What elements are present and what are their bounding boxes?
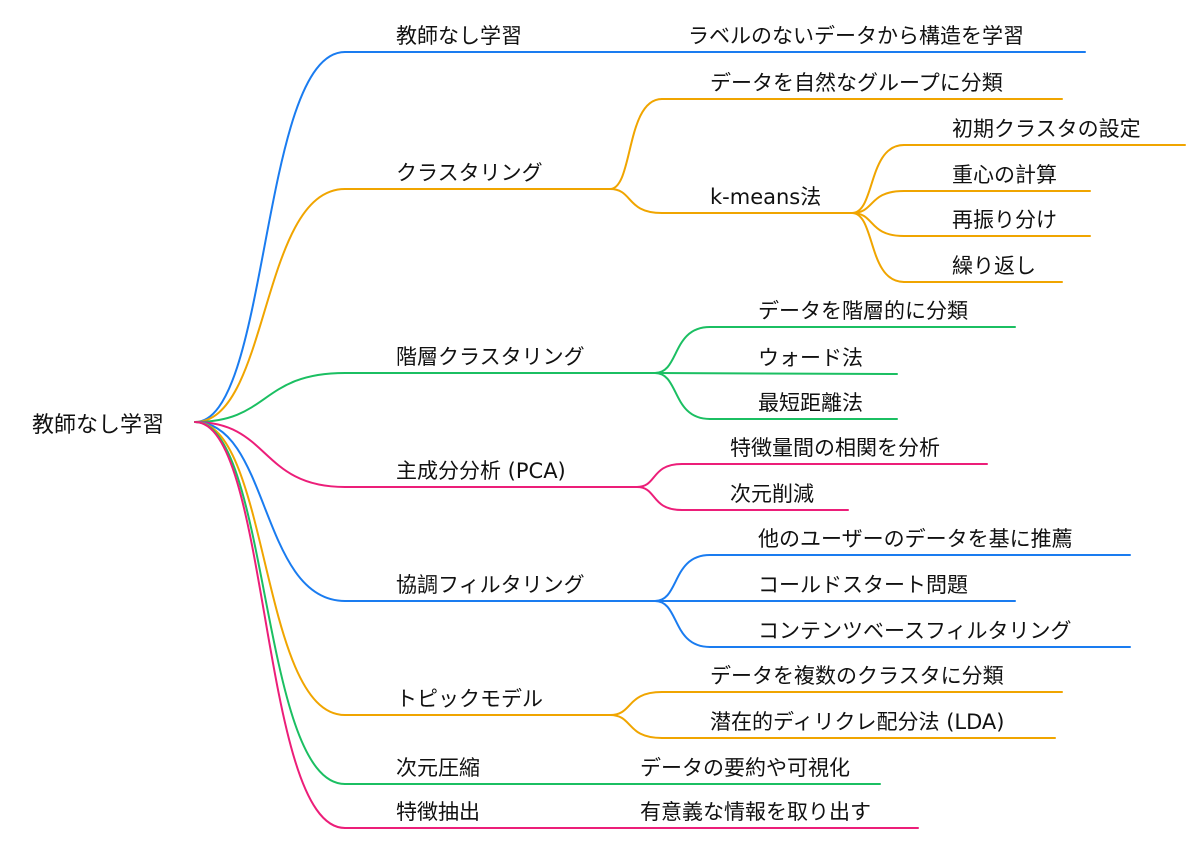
child-connector [636,486,683,511]
branch-label: 次元圧縮 [396,756,480,780]
child-label: データを複数のクラスタに分類 [710,664,1004,688]
leaf-connector [851,212,905,283]
child-underline [654,372,898,375]
leaf-label: 初期クラスタの設定 [952,117,1141,141]
branch-label: 協調フィルタリング [396,573,585,597]
child-connector [654,600,711,648]
branch-connector [194,51,346,423]
child-label: 他のユーザーのデータを基に推薦 [758,527,1073,551]
branch-connector [194,372,346,423]
mind-map-labels: 教師なし学習 教師なし学習ラベルのないデータから構造を学習クラスタリングデータを… [32,24,1141,824]
branch-connector [194,188,346,423]
child-label: k-means法 [710,185,821,209]
branch-label: 主成分分析 (PCA) [396,459,566,483]
child-label: 次元削減 [730,482,814,506]
child-connector [609,714,663,739]
branch-label: 階層クラスタリング [396,345,585,369]
leaf-label: 再振り分け [952,208,1057,232]
leaf-connector [851,212,905,237]
child-connector [609,98,663,190]
child-label: 潜在的ディリクレ配分法 (LDA) [710,710,1004,734]
leaf-connector [851,144,905,214]
child-connector [654,372,711,420]
child-connector [609,691,663,716]
child-connector [654,326,711,374]
leaf-connector [851,190,905,214]
branch-label: 教師なし学習 [396,24,522,48]
branch-connector [194,421,346,716]
child-label: ウォード法 [758,346,863,370]
child-label: ラベルのないデータから構造を学習 [688,24,1024,48]
root-node-label: 教師なし学習 [32,413,164,438]
child-label: 有意義な情報を取り出す [640,800,871,824]
branch-connector [194,421,346,488]
child-label: データを階層的に分類 [758,299,968,323]
branch-label: 特徴抽出 [396,800,480,824]
child-label: 特徴量間の相関を分析 [730,436,940,460]
child-label: 最短距離法 [758,391,863,415]
branch-connector [194,421,346,602]
child-label: データを自然なグループに分類 [710,71,1003,95]
branch-connector [194,421,346,785]
child-label: コールドスタート問題 [758,573,968,597]
child-label: データの要約や可視化 [640,756,850,780]
child-label: コンテンツベースフィルタリング [758,619,1072,643]
child-connector [654,554,711,602]
leaf-label: 繰り返し [952,254,1036,278]
mind-map-edges [194,51,1186,829]
leaf-label: 重心の計算 [952,163,1057,187]
branch-connector [194,421,346,829]
branch-label: クラスタリング [396,161,543,185]
child-connector [609,188,663,214]
branch-label: トピックモデル [396,687,543,711]
child-connector [636,463,683,488]
